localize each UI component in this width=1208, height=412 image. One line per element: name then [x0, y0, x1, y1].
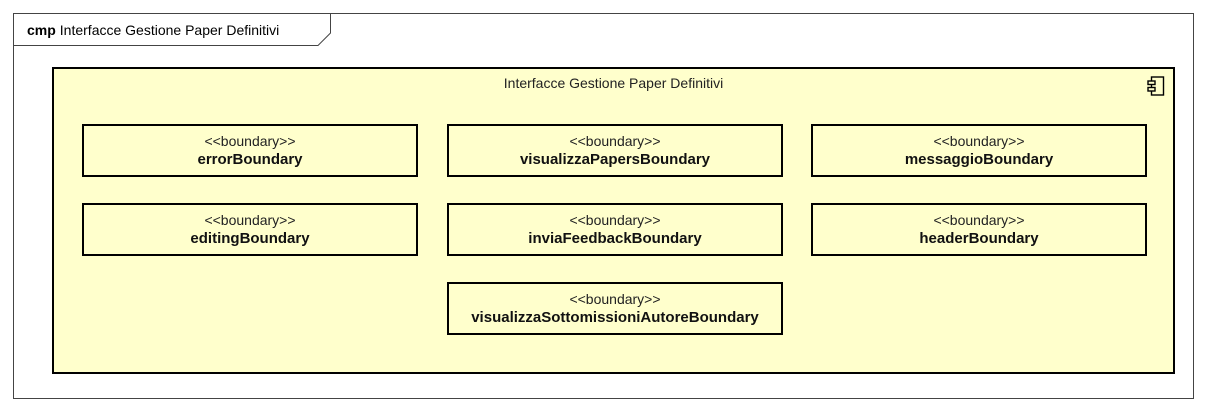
- component-title: Interfacce Gestione Paper Definitivi: [503, 75, 724, 91]
- boundary-name: visualizzaPapersBoundary: [519, 151, 711, 168]
- boundary-stereotype: <<boundary>>: [569, 133, 661, 149]
- boundary-name: messaggioBoundary: [904, 151, 1054, 168]
- boundary-header[interactable]: <<boundary>> headerBoundary: [811, 203, 1147, 256]
- boundary-stereotype: <<boundary>>: [569, 212, 661, 228]
- frame-kind: cmp: [27, 22, 56, 38]
- boundary-name: headerBoundary: [919, 230, 1039, 247]
- boundary-visualizza-sottomissioni-autore[interactable]: <<boundary>> visualizzaSottomissioniAuto…: [447, 282, 783, 335]
- component-icon: [1147, 76, 1165, 96]
- frame-title: Interfacce Gestione Paper Definitivi: [59, 22, 280, 38]
- boundary-stereotype: <<boundary>>: [933, 133, 1025, 149]
- diagram-frame: [13, 13, 1194, 399]
- boundary-stereotype: <<boundary>>: [204, 133, 296, 149]
- boundary-invia-feedback[interactable]: <<boundary>> inviaFeedbackBoundary: [447, 203, 783, 256]
- boundary-stereotype: <<boundary>>: [204, 212, 296, 228]
- boundary-error[interactable]: <<boundary>> errorBoundary: [82, 124, 418, 177]
- boundary-messaggio[interactable]: <<boundary>> messaggioBoundary: [811, 124, 1147, 177]
- component-box[interactable]: Interfacce Gestione Paper Definitivi <<b…: [52, 67, 1175, 374]
- boundary-name: errorBoundary: [197, 151, 303, 168]
- frame-tab-outline: [13, 13, 331, 46]
- boundary-visualizza-papers[interactable]: <<boundary>> visualizzaPapersBoundary: [447, 124, 783, 177]
- boundary-stereotype: <<boundary>>: [933, 212, 1025, 228]
- boundary-stereotype: <<boundary>>: [569, 291, 661, 307]
- boundary-name: visualizzaSottomissioniAutoreBoundary: [471, 309, 759, 326]
- boundary-editing[interactable]: <<boundary>> editingBoundary: [82, 203, 418, 256]
- boundary-name: editingBoundary: [190, 230, 310, 247]
- boundary-name: inviaFeedbackBoundary: [528, 230, 702, 247]
